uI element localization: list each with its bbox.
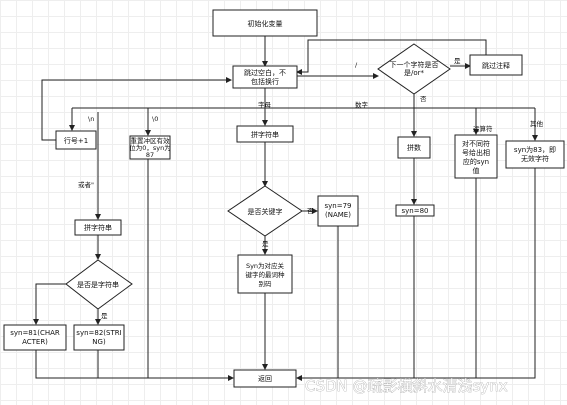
label-zero: \0 (152, 115, 158, 123)
node-spell-str-text: 拼字符串 (84, 223, 112, 232)
node-next-char-text-1: 下一个字符是否 (390, 60, 439, 69)
node-is-keyword-text: 是否关键字 (248, 207, 283, 216)
edge-skip-loop (296, 39, 487, 75)
node-syn-key-text-1: Syn为对应关 (246, 261, 285, 270)
label-no-next: 否 (420, 95, 427, 103)
node-is-char-text: 是否是字符串 (77, 280, 119, 289)
node-syn80: syn=80 (395, 204, 435, 217)
label-quote: 或者" (78, 180, 94, 189)
node-buffer-text-3: 87 (146, 151, 154, 159)
node-next-char: 下一个字符是否 是/or* (377, 43, 451, 95)
node-syn79-text-2: (NAME) (325, 211, 351, 219)
node-operator: 对不同符 号给出相 应的syn 值 (454, 134, 498, 179)
node-syn83: syn为83，即 无效字符 (505, 140, 565, 169)
node-syn81-text-1: syn=81(CHAR (10, 329, 60, 337)
node-spell-word: 拼字符串 (236, 125, 294, 143)
node-line-inc-text: 行号+1 (64, 136, 88, 145)
connectors (33, 36, 538, 381)
node-next-char-text-2: 是/or* (404, 69, 425, 77)
node-buffer-text-2: 位为0，syn为 (129, 143, 171, 152)
edge-syn80-return (297, 216, 415, 379)
node-syn-key-text-3: 别码 (259, 279, 273, 288)
watermark: CSDN @疏影横斜水清浅synx (305, 377, 508, 395)
node-buffer: 重置冲区有效 位为0，syn为 87 (129, 135, 171, 160)
label-slash: / (355, 61, 358, 69)
edge-next-no (413, 94, 415, 109)
node-spell-num: 拼数 (397, 136, 431, 159)
node-syn79-text-1: syn=79 (325, 202, 352, 210)
node-operator-text-3: 应的syn (463, 157, 489, 166)
node-line-inc: 行号+1 (55, 130, 97, 150)
edge-labels: / 是 否 字母 数字 \n \0 或者" 运算符 其他 否 是 是 (78, 57, 544, 320)
node-is-keyword: 是否关键字 (227, 185, 303, 237)
node-operator-text-1: 对不同符 (462, 139, 490, 148)
node-read: 跳过空白，不 包括换行 (232, 65, 298, 89)
node-syn81: syn=81(CHAR ACTER) (3, 324, 67, 351)
node-operator-text-2: 号给出相 (462, 148, 490, 157)
node-is-char: 是否是字符串 (65, 259, 133, 310)
label-char-yes: 是 (101, 312, 108, 320)
edge-char-syn81 (33, 283, 66, 325)
node-read-text-1: 跳过空白，不 (244, 68, 286, 77)
node-init-text: 初始化变量 (248, 19, 283, 28)
node-operator-text-4: 值 (473, 166, 480, 175)
node-syn-key-text-2: 键字的最词种 (246, 270, 286, 279)
node-syn79: syn=79 (NAME) (317, 195, 359, 227)
node-syn-key: Syn为对应关 键字的最词种 别码 (237, 254, 293, 294)
node-skip-comment-text: 跳过注释 (482, 61, 510, 70)
edge-line-loop (41, 77, 232, 141)
label-yes-skip: 是 (454, 57, 461, 65)
node-buffer-text-1: 重置冲区有效 (131, 136, 171, 145)
node-spell-word-text: 拼字符串 (251, 130, 279, 139)
label-letter: 字母 (258, 100, 272, 109)
node-syn82-text-1: syn=82(STRI (76, 329, 121, 337)
node-spell-str: 拼字符串 (74, 219, 122, 236)
edge-syn82-return (97, 350, 234, 381)
node-syn80-text: syn=80 (402, 207, 429, 215)
node-read-text-2: 包括换行 (251, 77, 279, 86)
node-init: 初始化变量 (212, 9, 318, 37)
edge-syn83-return (476, 168, 536, 379)
label-newline: \n (88, 115, 94, 123)
node-return-text: 返回 (258, 375, 272, 383)
node-syn82: syn=82(STRI NG) (73, 324, 125, 351)
label-kw-no: 否 (307, 207, 314, 215)
node-return: 返回 (233, 369, 297, 388)
edge-syn81-return (35, 350, 233, 379)
node-spell-num-text: 拼数 (407, 143, 421, 152)
node-syn83-text-2: 无效字符 (521, 154, 549, 163)
node-syn81-text-2: ACTER) (22, 338, 48, 346)
label-other: 其他 (530, 119, 544, 128)
label-digit: 数字 (355, 100, 369, 109)
label-kw-yes: 是 (262, 240, 269, 248)
node-syn83-text-1: syn为83，即 (514, 145, 556, 154)
edge-syn79-return (296, 226, 339, 381)
node-syn82-text-2: NG) (92, 338, 106, 346)
node-skip-comment: 跳过注释 (469, 54, 523, 76)
label-operator: 运算符 (473, 124, 493, 133)
